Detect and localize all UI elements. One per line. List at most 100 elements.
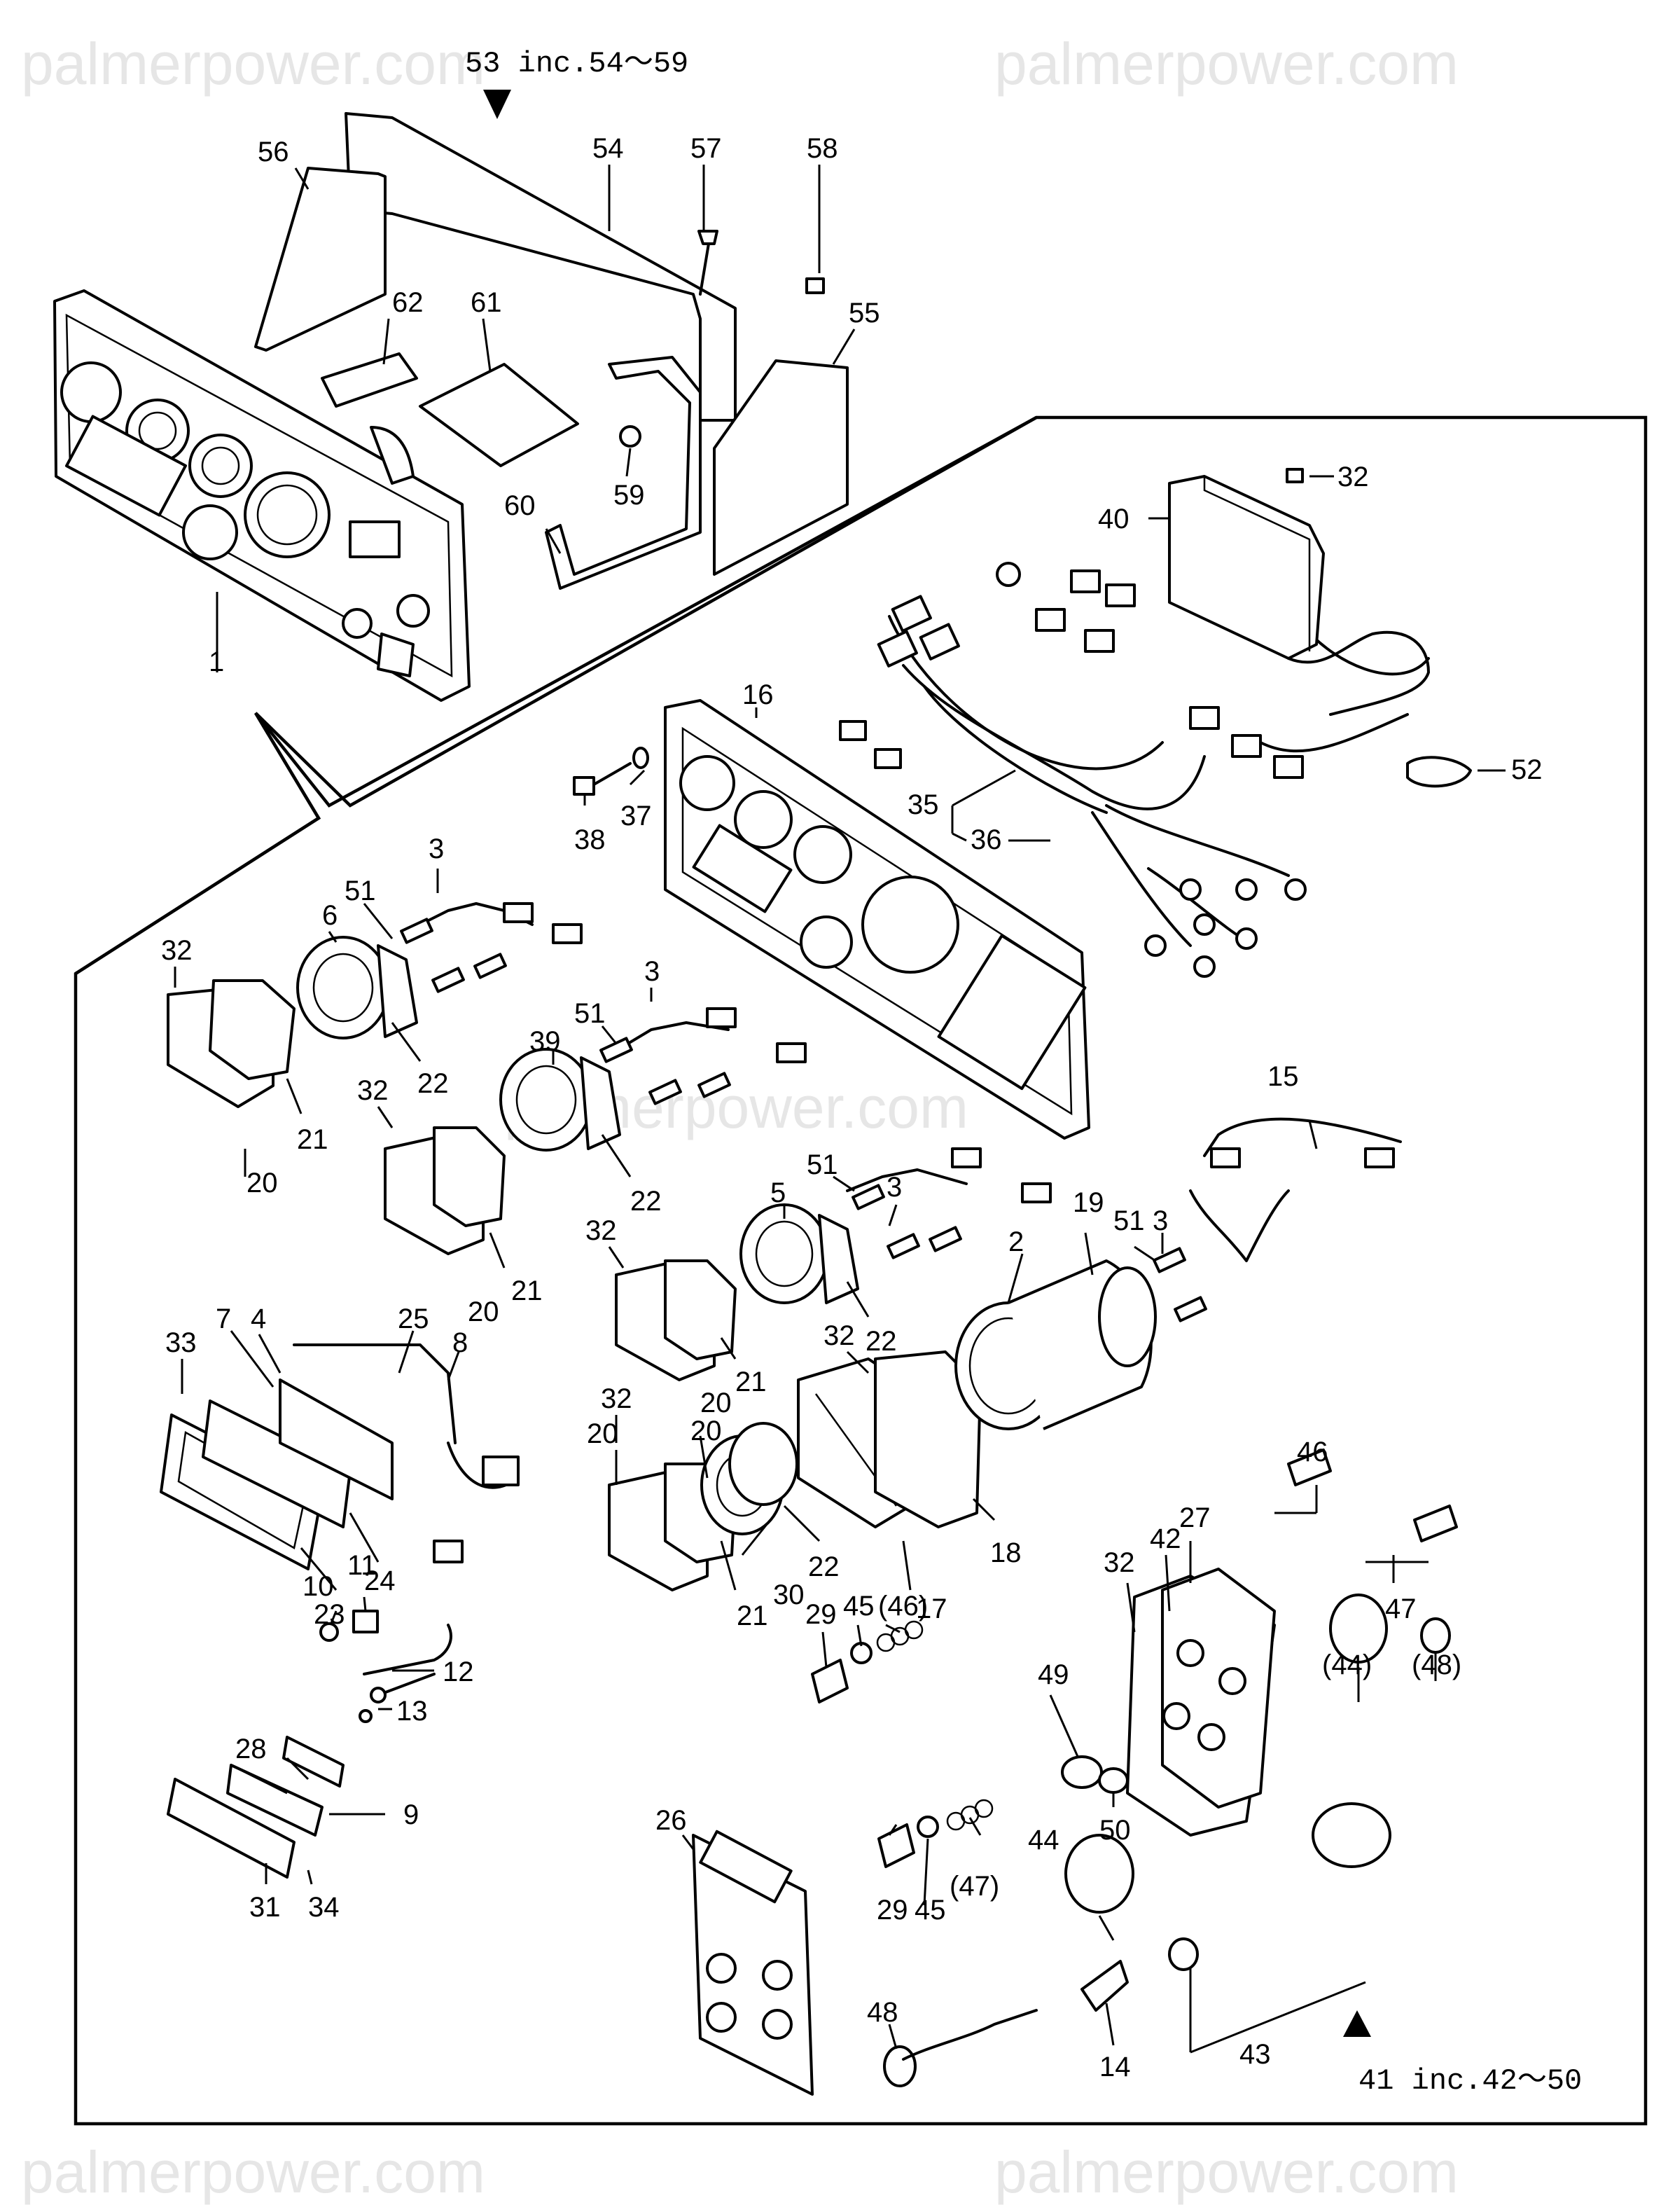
part-number: 23: [314, 1599, 345, 1630]
part-number: 22: [866, 1326, 897, 1357]
part-number: 22: [417, 1068, 449, 1099]
bracket-60: [545, 356, 702, 590]
indicator-48: [883, 2045, 917, 2087]
part-number: 50: [1099, 1815, 1131, 1846]
panel-gauge: [188, 434, 253, 498]
part-number: 7: [216, 1304, 231, 1334]
part-number: 3: [1153, 1205, 1168, 1236]
part-number: 33: [165, 1327, 197, 1358]
part-number: 21: [511, 1276, 543, 1306]
assembly-note-bottom: 41 inc.42～50: [1358, 2064, 1582, 2098]
panel-key: [377, 633, 415, 677]
panel-gauge-hole: [60, 361, 122, 423]
switch-29: [811, 1659, 849, 1703]
part-number: 45: [915, 1895, 946, 1926]
watermarks: palmerpower.com palmerpower.com palmerpo…: [21, 31, 1459, 2205]
switch-unit-assembly: [167, 1540, 464, 1879]
part-number: 11: [347, 1550, 377, 1581]
screw-57: [697, 230, 718, 245]
part-number: 32: [823, 1320, 855, 1351]
part-number: 40: [1098, 504, 1130, 534]
gauge-39-assembly: [384, 1007, 807, 1255]
part-number: 57: [690, 133, 722, 164]
cap-11: [352, 1610, 379, 1633]
part-number: 45: [843, 1591, 875, 1622]
nut-44: [1329, 1594, 1388, 1664]
panel-button: [396, 594, 430, 628]
part-number: 16: [742, 679, 774, 710]
part-number: 60: [504, 490, 536, 521]
cable-tie-52: [1406, 756, 1472, 788]
washer-37: [632, 747, 649, 769]
part-number: 32: [161, 935, 193, 966]
part-number: 20: [468, 1297, 499, 1327]
watermark: palmerpower.com: [994, 2139, 1459, 2205]
part-number: 55: [849, 298, 880, 329]
part-number: 51: [345, 876, 376, 906]
leader-lines: [174, 165, 1506, 2054]
assembly-marker-top: [483, 90, 511, 119]
part-number: 59: [613, 480, 645, 511]
part-number: 9: [403, 1799, 419, 1830]
switch-49: [1061, 1755, 1103, 1789]
part-number: 29: [877, 1895, 908, 1926]
part-number: 37: [620, 801, 652, 831]
part-number: 6: [322, 900, 338, 931]
ring-45: [850, 1642, 873, 1664]
part-number: 2: [1008, 1226, 1024, 1257]
part-number: (44): [1322, 1650, 1372, 1680]
bulb-10: [319, 1622, 339, 1642]
switch-46: [1287, 1449, 1332, 1486]
part-number: 56: [258, 137, 289, 167]
screw-58: [805, 277, 825, 294]
part-number: 42: [1150, 1523, 1181, 1554]
watermark: palmerpower.com: [994, 31, 1459, 97]
part-number: 8: [452, 1327, 468, 1358]
display-unit-assembly: [160, 1343, 520, 1570]
part-number: 43: [1239, 2039, 1271, 2070]
key-switch-43: [1312, 1802, 1391, 1868]
panel-button: [342, 608, 373, 639]
assembly-frame: [74, 415, 1648, 2126]
bolt-38-shank: [592, 762, 632, 786]
part-number: 28: [235, 1734, 267, 1764]
part-number: 21: [297, 1124, 328, 1155]
panel-display: [65, 415, 187, 517]
screw-32-controller: [1286, 468, 1304, 483]
part-number: 1: [209, 647, 224, 677]
part-number: (47): [950, 1871, 999, 1902]
part-number: 21: [737, 1601, 768, 1631]
nut-48: [1420, 1617, 1451, 1654]
part-number: 24: [364, 1565, 396, 1596]
gauge-30-assembly: [608, 1422, 798, 1591]
panel-rear-gauge: [370, 426, 415, 485]
side-bracket-56: [254, 167, 387, 352]
part-number: 36: [971, 824, 1002, 855]
part-number: 38: [574, 824, 606, 855]
speedometer-2-assembly: [797, 1117, 1402, 1528]
part-number: 15: [1267, 1061, 1299, 1092]
buzzer-44: [1064, 1834, 1134, 1914]
part-number: 51: [807, 1149, 838, 1180]
part-number: 47: [1385, 1594, 1417, 1624]
part-number: 48: [867, 1997, 898, 2028]
part-number: 26: [655, 1805, 687, 1836]
key-14: [1080, 1960, 1129, 2012]
controller-40: [1168, 475, 1325, 660]
part-number: 20: [690, 1416, 722, 1446]
wiring-harness-35: [839, 562, 1430, 978]
part-number: 3: [887, 1172, 902, 1203]
part-number: 19: [1073, 1187, 1104, 1218]
part-number: 46: [1297, 1437, 1328, 1467]
part-number: 17: [916, 1594, 947, 1624]
part-number: 22: [808, 1551, 840, 1582]
part-number: 34: [308, 1892, 340, 1923]
ring-45-lower: [917, 1816, 939, 1838]
watermark: palmerpower.com: [21, 31, 485, 97]
part-number: 25: [398, 1304, 429, 1334]
part-number: 18: [990, 1537, 1022, 1568]
part-number: 49: [1038, 1659, 1069, 1690]
part-number: 32: [585, 1215, 617, 1246]
nut-43: [1168, 1937, 1199, 1971]
